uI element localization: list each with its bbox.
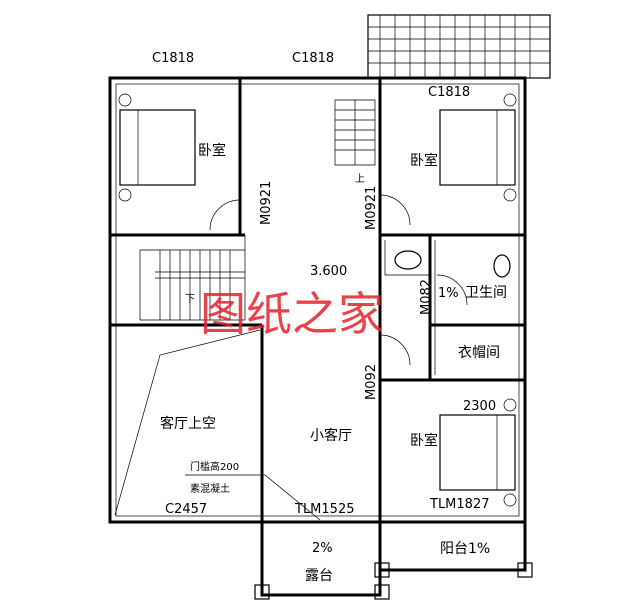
threshold-label: 门槛高200 (190, 460, 239, 473)
slope-label: 2% (312, 541, 333, 556)
stair-left (155, 250, 245, 320)
stair-down-label: 下 (185, 294, 195, 305)
sink-icon (394, 250, 422, 270)
room-label: 客厅上空 (160, 415, 216, 432)
terrace (254, 522, 533, 600)
roof-tiles (367, 14, 551, 79)
exterior-walls (108, 76, 527, 524)
room-label: 卧室 (198, 142, 226, 159)
void-diagonal (114, 329, 261, 516)
room-label: 卧室 (410, 432, 438, 449)
room-label: 卫生间 (465, 285, 507, 301)
door-label: TLM1525 (294, 502, 354, 517)
window-label: C1818 (428, 85, 470, 100)
room-label: 衣帽间 (458, 345, 500, 361)
room-label: 阳台1% (440, 541, 490, 557)
door-label: TLM1827 (429, 497, 489, 512)
elevation-label: 3.600 (310, 264, 347, 279)
door-swing (209, 194, 468, 366)
room-label: 卧室 (410, 152, 438, 169)
door-label: M0921 (259, 181, 274, 225)
window-label: C1818 (152, 51, 194, 66)
door-label: M082 (419, 279, 434, 315)
watermark: 图纸之家 (200, 287, 384, 341)
window-label: C2457 (165, 502, 207, 517)
room-label: 露台 (305, 568, 333, 584)
room-label: 小客厅 (310, 427, 352, 444)
stair-top (334, 99, 376, 166)
bed-icon (118, 93, 517, 507)
door-label: M0921 (364, 186, 379, 230)
window-label: C1818 (292, 51, 334, 66)
slope-label: 1% (438, 286, 459, 301)
dimension-label: 2300 (463, 399, 496, 414)
stair-up-label: 上 (355, 173, 365, 185)
toilet-icon (493, 254, 511, 278)
material-label: 素混凝土 (190, 482, 230, 495)
leader-line (185, 474, 321, 521)
door-label: M092 (364, 364, 379, 400)
